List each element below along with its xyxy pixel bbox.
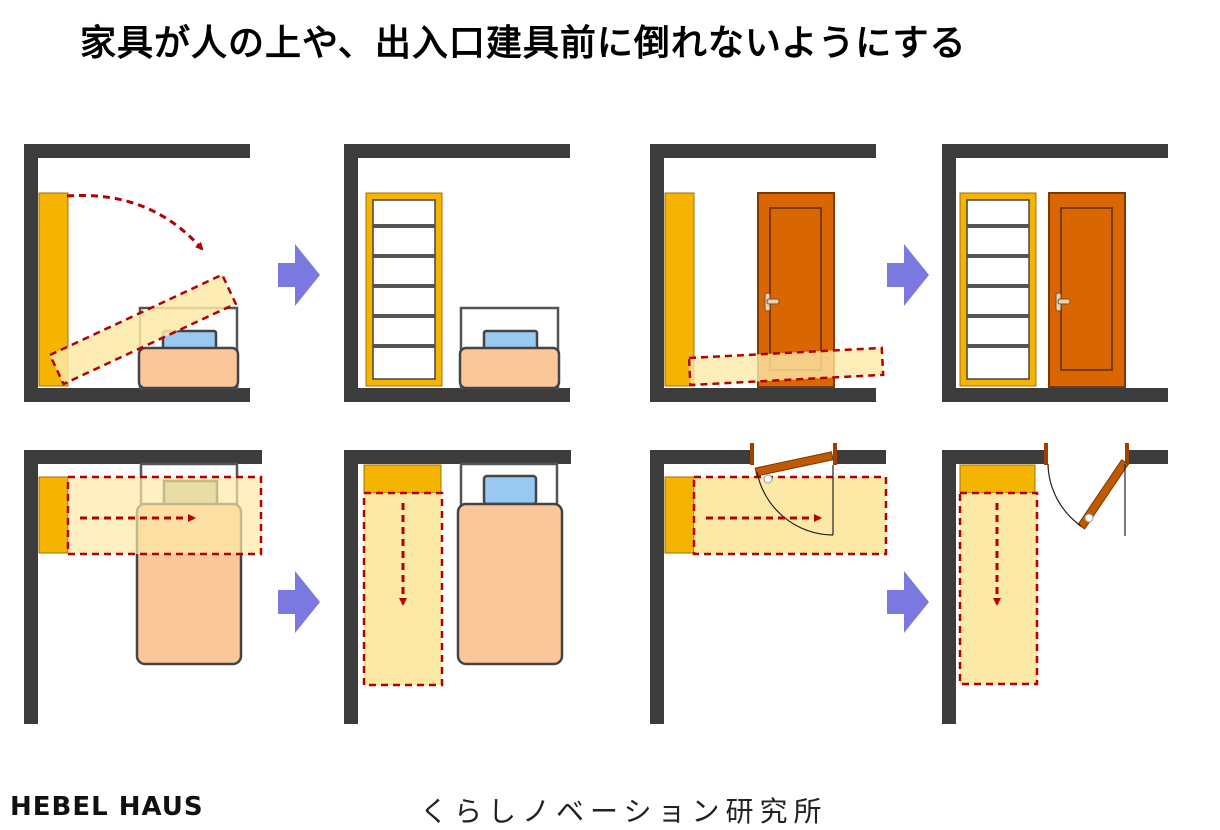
room-wall	[650, 450, 750, 724]
lab-name: くらしノベーション研究所	[420, 795, 828, 828]
right-arrow-icon	[278, 571, 320, 633]
right-arrow-icon	[887, 571, 929, 633]
panel-plan-shelf-safe-direction	[344, 450, 571, 724]
door-icon	[1048, 192, 1126, 388]
door-leaf	[1077, 459, 1130, 530]
shelf-icon	[959, 192, 1037, 387]
bed-icon	[137, 306, 240, 390]
panel-shelf-beside-door	[942, 144, 1168, 402]
tall-shelf	[664, 192, 695, 387]
panel-shelf-away-from-bed	[344, 144, 570, 402]
shelf-plan	[38, 476, 69, 554]
shelf-plan	[363, 464, 442, 494]
panel-plan-shelf-blocks-door	[650, 443, 888, 724]
fall-zone	[692, 475, 888, 556]
fall-zone	[687, 346, 885, 387]
bed-icon	[458, 306, 561, 390]
fall-zone	[66, 475, 263, 556]
door-leaf	[754, 451, 834, 477]
bed-icon	[456, 462, 564, 666]
right-arrow-icon	[887, 244, 929, 306]
page-title: 家具が人の上や、出入口建具前に倒れないようにする	[80, 23, 967, 64]
shelf-plan	[959, 464, 1036, 494]
fall-zone	[48, 273, 238, 386]
right-arrow-icon	[278, 244, 320, 306]
panel-plan-shelf-over-bed	[24, 450, 263, 724]
shelf-plan	[664, 476, 695, 554]
panel-plan-shelf-away-from-door	[942, 443, 1168, 724]
panel-shelf-blocks-door	[650, 144, 885, 402]
hebel-haus-logo: HEBEL HAUS	[10, 792, 204, 822]
room-wall	[942, 450, 1046, 724]
door-swing	[1044, 443, 1130, 536]
shelf-icon	[365, 192, 443, 387]
panel-shelf-falls-on-bed	[24, 144, 250, 402]
curved-arrow-icon	[66, 193, 204, 251]
